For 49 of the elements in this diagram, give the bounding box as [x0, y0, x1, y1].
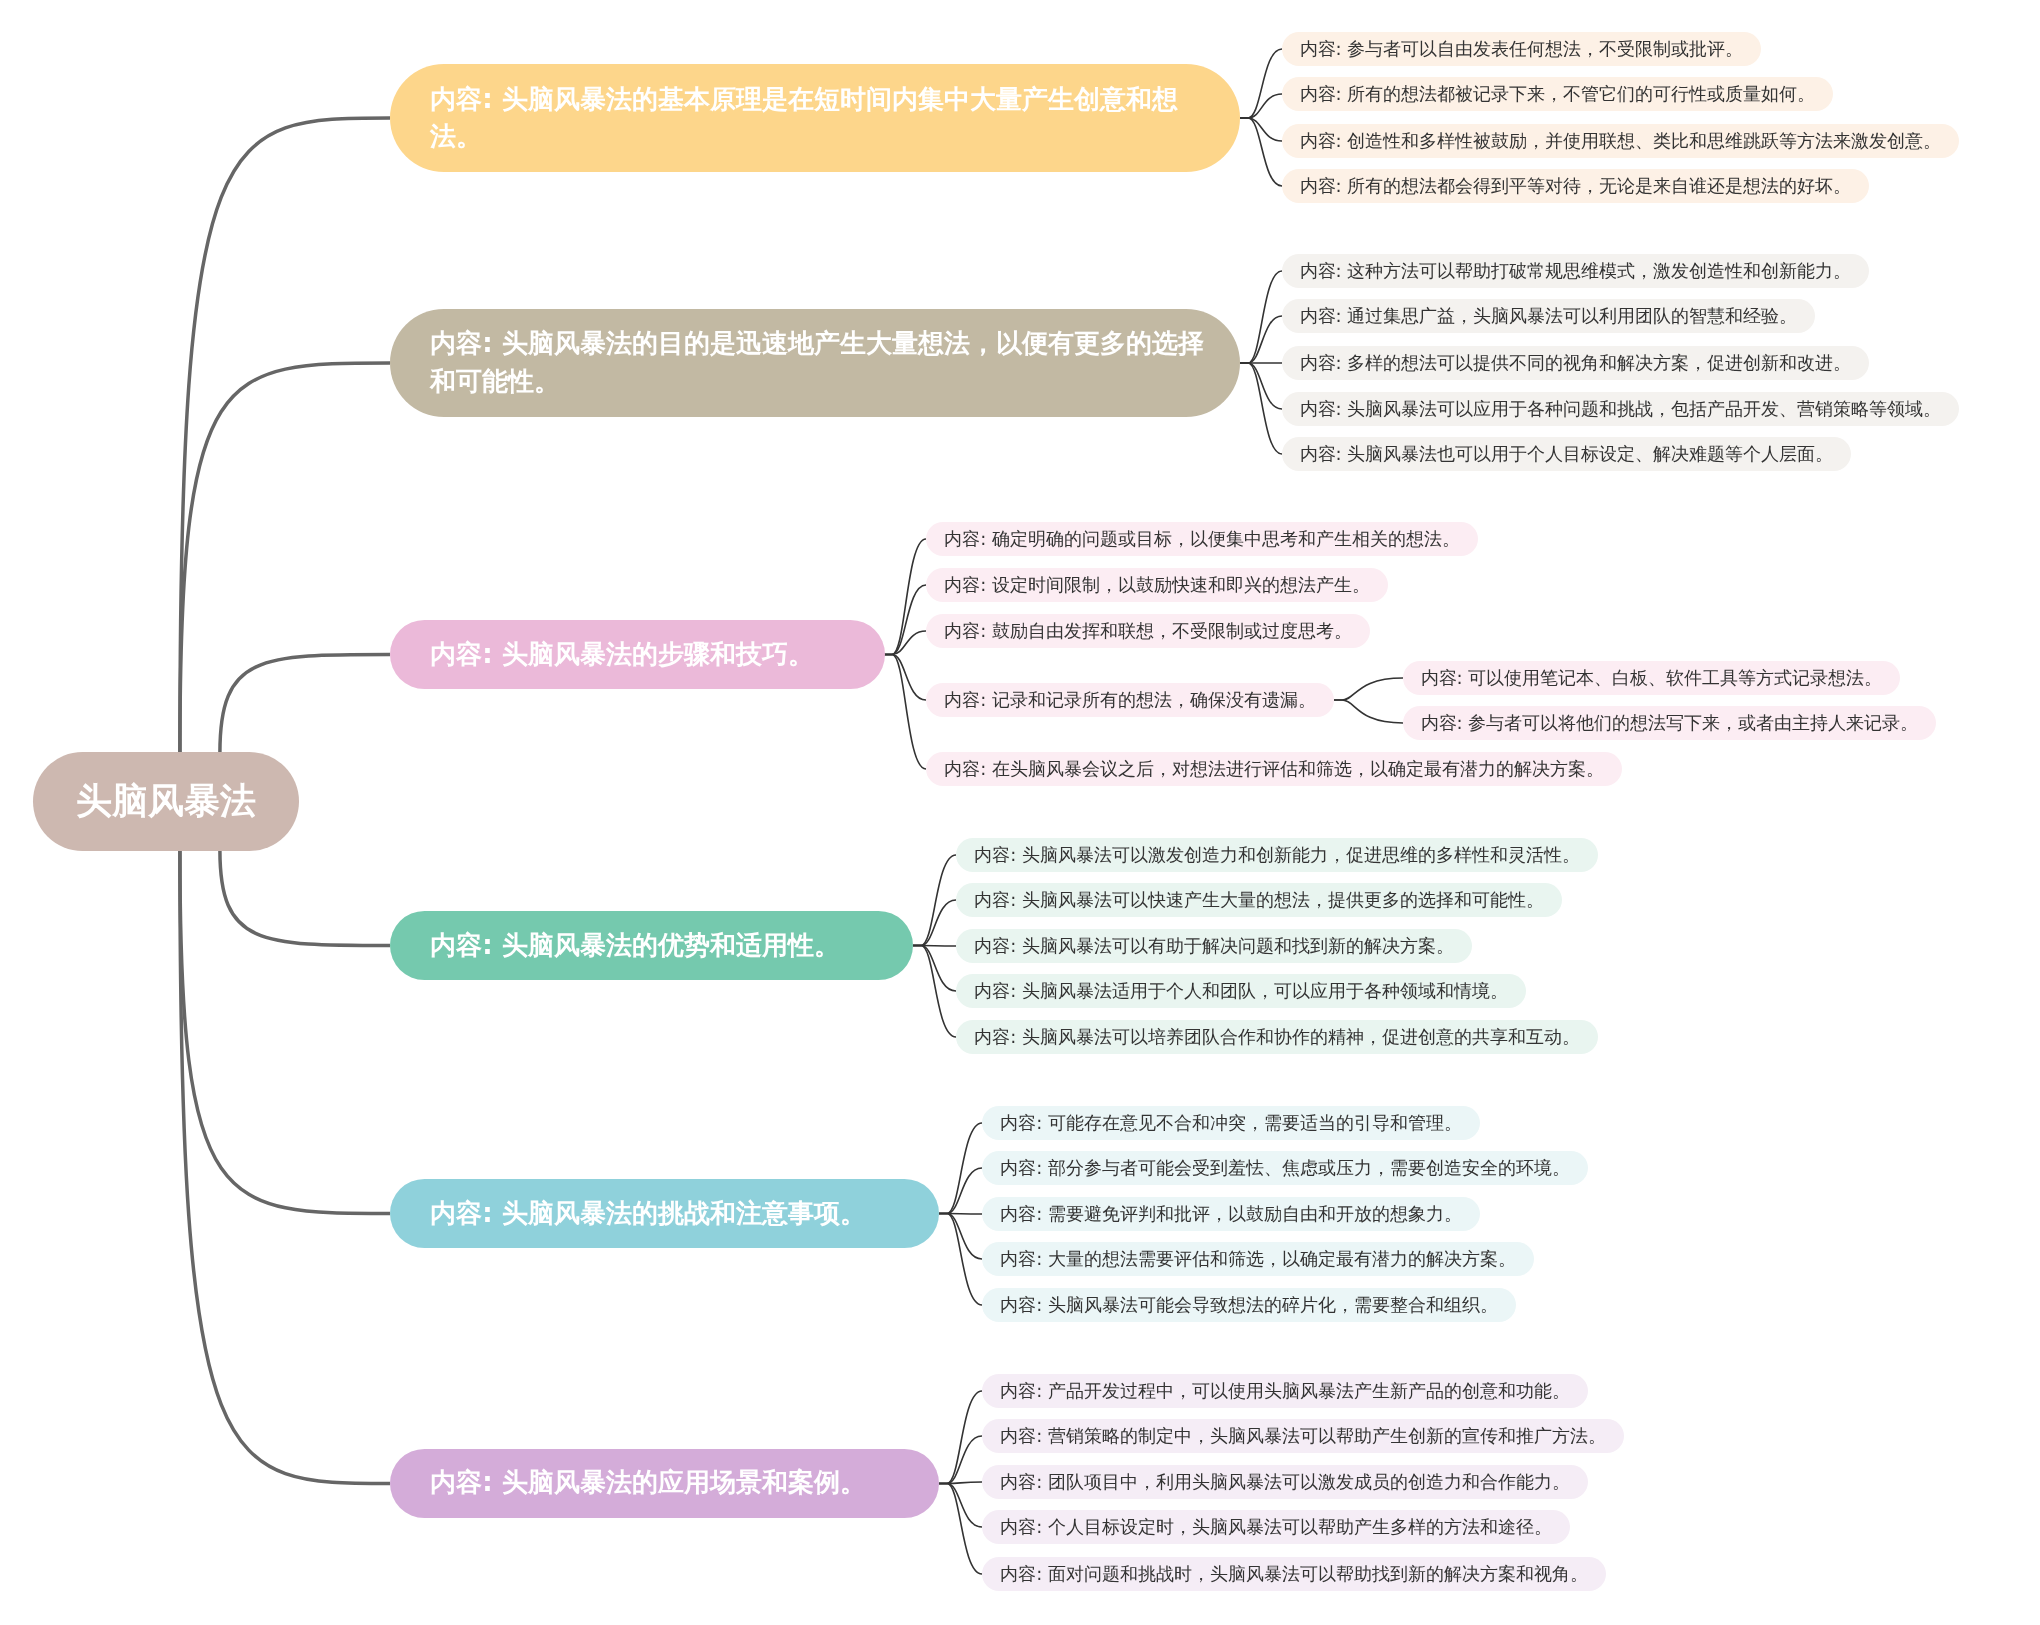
- subtopic-pill: 内容: 多样的想法可以提供不同的视角和解决方案，促进创新和改进。: [1281, 346, 1870, 380]
- branch-line: [178, 361, 390, 753]
- subtopic-pill: 内容: 头脑风暴法也可以用于个人目标设定、解决难题等个人层面。: [1281, 437, 1852, 472]
- subtopic-pill: 内容: 头脑风暴法可以应用于各种问题和挑战，包括产品开发、营销策略等领域。: [1281, 391, 1960, 426]
- subtopic-pill: 内容: 所有的想法都被记录下来，不管它们的可行性或质量如何。: [1281, 76, 1834, 111]
- connector-line: [1333, 699, 1404, 724]
- subtopic-pill: 内容: 大量的想法需要评估和筛选，以确定最有潜力的解决方案。: [982, 1242, 1535, 1277]
- branch-topic: 内容: 头脑风暴法的目的是迅速地产生大量想法，以便有更多的选择和可能性。: [390, 309, 1240, 417]
- branch-topic: 内容: 头脑风暴法的应用场景和案例。: [390, 1448, 940, 1518]
- subtopic-pill: 内容: 参与者可以将他们的想法写下来，或者由主持人来记录。: [1402, 706, 1937, 741]
- subtopic-pill: 内容: 确定明确的问题或目标，以便集中思考和产生相关的想法。: [926, 521, 1479, 556]
- subtopic-pill: 内容: 记录和记录所有的想法，确保没有遗漏。: [926, 682, 1335, 717]
- connector-line: [883, 653, 927, 770]
- subtopic-pill: 内容: 通过集思广益，头脑风暴法可以利用团队的智慧和经验。: [1281, 299, 1816, 334]
- subtopic-pill: 内容: 个人目标设定时，头脑风暴法可以帮助产生多样的方法和途径。: [982, 1510, 1571, 1545]
- branch-topic: 内容: 头脑风暴法的优势和适用性。: [390, 911, 914, 981]
- connector-line: [1239, 117, 1283, 187]
- subtopic-pill: 内容: 设定时间限制，以鼓励快速和即兴的想法产生。: [926, 568, 1389, 603]
- branch-line: [218, 849, 390, 948]
- central-topic: 头脑风暴法: [32, 752, 300, 851]
- subtopic-pill: 内容: 头脑风暴法可以有助于解决问题和找到新的解决方案。: [956, 928, 1473, 963]
- subtopic-pill: 内容: 这种方法可以帮助打破常规思维模式，激发创造性和创新能力。: [1281, 253, 1870, 288]
- subtopic-pill: 内容: 头脑风暴法适用于个人和团队，可以应用于各种领域和情境。: [956, 974, 1527, 1009]
- connector-line: [938, 1482, 983, 1575]
- subtopic-pill: 内容: 面对问题和挑战时，头脑风暴法可以帮助找到新的解决方案和视角。: [982, 1557, 1607, 1592]
- subtopic-pill: 内容: 所有的想法都会得到平等对待，无论是来自谁还是想法的好坏。: [1281, 169, 1870, 204]
- subtopic-pill: 内容: 头脑风暴法可以快速产生大量的想法，提供更多的选择和可能性。: [956, 883, 1563, 918]
- subtopic-pill: 内容: 头脑风暴法可以激发创造力和创新能力，促进思维的多样性和灵活性。: [956, 837, 1599, 872]
- connector-line: [938, 1212, 983, 1306]
- branch-topic: 内容: 头脑风暴法的挑战和注意事项。: [390, 1179, 940, 1249]
- subtopic-pill: 内容: 团队项目中，利用头脑风暴法可以激发成员的创造力和合作能力。: [982, 1464, 1589, 1499]
- branch-topic: 内容: 头脑风暴法的基本原理是在短时间内集中大量产生创意和想法。: [390, 64, 1240, 173]
- subtopic-pill: 内容: 产品开发过程中，可以使用头脑风暴法产生新产品的创意和功能。: [982, 1373, 1589, 1408]
- subtopic-pill: 内容: 部分参与者可能会受到羞怯、焦虑或压力，需要创造安全的环境。: [982, 1151, 1589, 1186]
- subtopic-pill: 内容: 头脑风暴法可以培养团队合作和协作的精神，促进创意的共享和互动。: [956, 1019, 1599, 1054]
- branch-line: [218, 652, 390, 754]
- subtopic-pill: 内容: 创造性和多样性被鼓励，并使用联想、类比和思维跳跃等方法来激发创意。: [1281, 123, 1960, 158]
- subtopic-pill: 内容: 在头脑风暴会议之后，对想法进行评估和筛选，以确定最有潜力的解决方案。: [926, 751, 1623, 786]
- connector-line: [1239, 362, 1283, 455]
- subtopic-pill: 内容: 参与者可以自由发表任何想法，不受限制或批评。: [1281, 32, 1762, 67]
- branch-topic: 内容: 头脑风暴法的步骤和技巧。: [390, 619, 885, 689]
- subtopic-pill: 内容: 营销策略的制定中，头脑风暴法可以帮助产生创新的宣传和推广方法。: [982, 1419, 1625, 1454]
- branch-line: [178, 850, 390, 1486]
- subtopic-pill: 内容: 需要避免评判和批评，以鼓励自由和开放的想象力。: [982, 1196, 1481, 1231]
- subtopic-pill: 内容: 鼓励自由发挥和联想，不受限制或过度思考。: [926, 614, 1371, 648]
- subtopic-pill: 内容: 头脑风暴法可能会导致想法的碎片化，需要整合和组织。: [982, 1287, 1517, 1322]
- connector-line: [912, 944, 957, 1038]
- subtopic-pill: 内容: 可能存在意见不合和冲突，需要适当的引导和管理。: [982, 1105, 1481, 1140]
- subtopic-pill: 内容: 可以使用笔记本、白板、软件工具等方式记录想法。: [1402, 660, 1901, 695]
